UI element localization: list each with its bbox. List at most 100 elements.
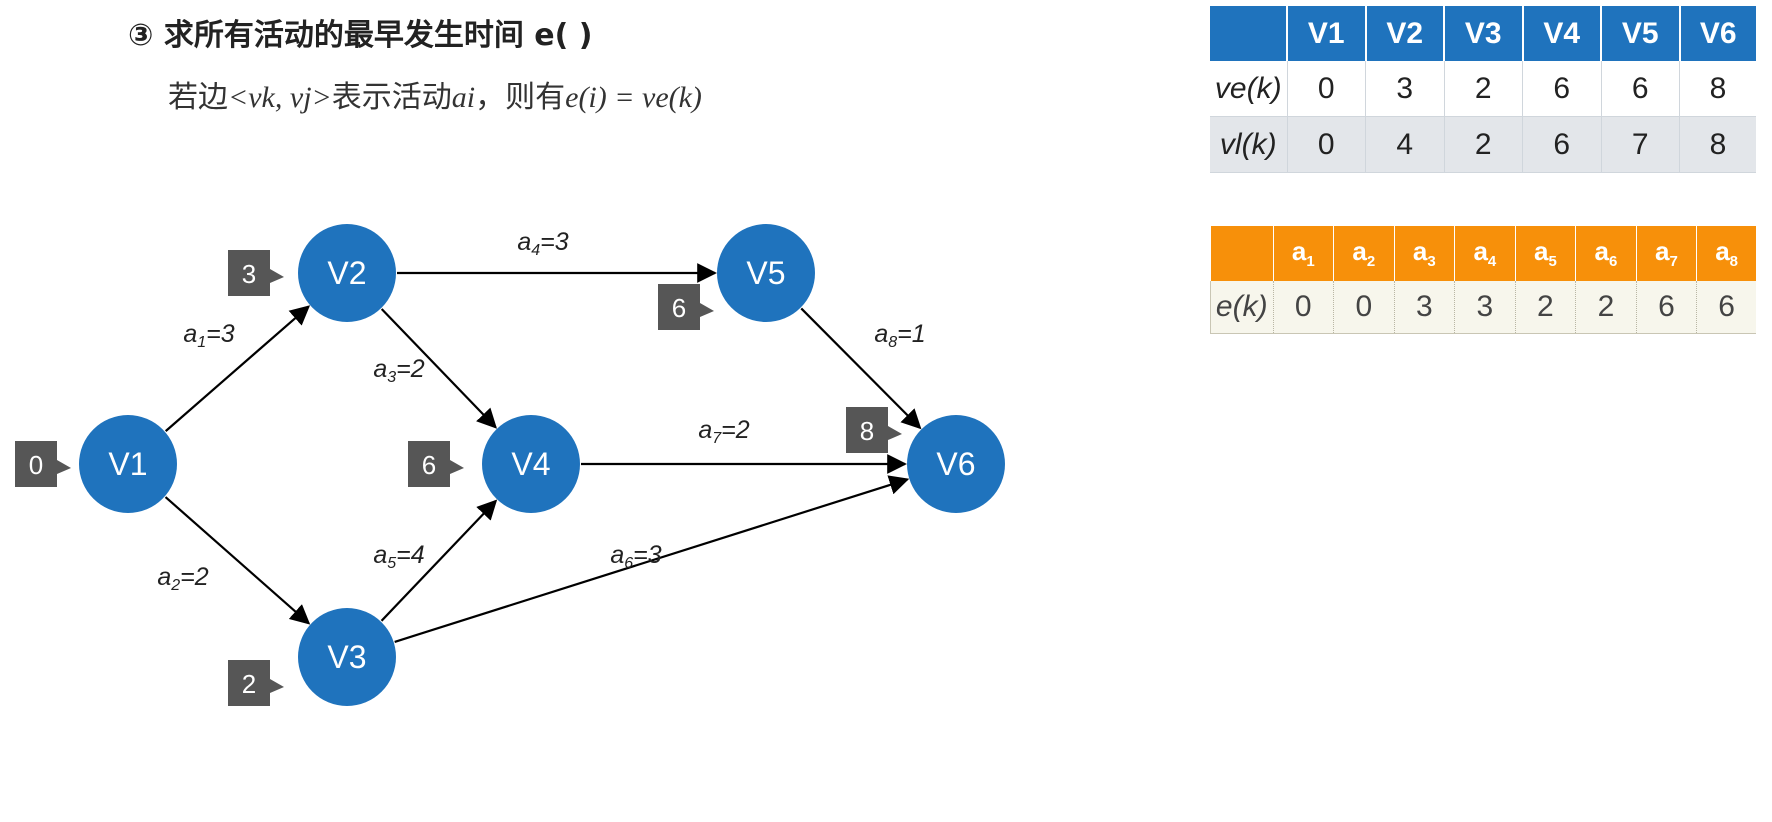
node-circle: [907, 415, 1005, 513]
table-cell: 2: [1575, 281, 1637, 334]
node-v5: V5: [717, 224, 815, 322]
node-v3: V3: [298, 608, 396, 706]
edge-v3-v6: [394, 475, 910, 643]
edge-label-a6: a6=3: [610, 541, 661, 572]
node-label: V6: [936, 446, 975, 482]
edge-v1-v2: [164, 305, 311, 432]
edge-label-a7: a7=2: [698, 416, 749, 447]
formula-activity: ai: [451, 81, 476, 114]
vertex-col-v2: V2: [1364, 6, 1444, 61]
badge-value: 8: [860, 416, 874, 446]
row-label: vl(k): [1210, 116, 1287, 173]
table-cell: 6: [1522, 116, 1601, 173]
table-cell: 6: [1522, 61, 1601, 117]
table-cell: 3: [1454, 281, 1516, 334]
badge-value: 0: [29, 450, 43, 480]
activity-col-a1: a1: [1272, 226, 1334, 281]
badge-value: 3: [242, 259, 256, 289]
activity-col-name: a: [1715, 236, 1730, 267]
node-circle: [717, 224, 815, 322]
edge-v5-v6: [800, 307, 922, 430]
formula-edge: <vk, vj>: [228, 81, 332, 114]
table-cell: 8: [1679, 116, 1756, 173]
vertex-table-corner: [1210, 6, 1287, 61]
activity-col-sub: 2: [1366, 253, 1376, 271]
formula-mid: 表示活动: [331, 80, 452, 115]
activity-col-name: a: [1594, 236, 1609, 267]
table-cell: 8: [1679, 61, 1756, 117]
edge-v1-v3: [164, 496, 311, 625]
table-cell: 3: [1393, 281, 1455, 334]
node-label: V1: [108, 446, 147, 482]
activity-col-a6: a6: [1575, 226, 1637, 281]
node-label: V5: [746, 255, 785, 291]
table-cell: 2: [1443, 116, 1523, 173]
edge-label-a2: a2=2: [157, 563, 208, 594]
badge-callout: [408, 441, 464, 487]
activity-col-sub: 4: [1487, 253, 1497, 271]
badge-value: 6: [672, 293, 686, 323]
activity-col-a4: a4: [1454, 226, 1516, 281]
activity-col-a8: a8: [1696, 226, 1756, 281]
node-label: V3: [327, 639, 366, 675]
badge-v5: 6: [658, 284, 714, 330]
node-v4: V4: [482, 415, 580, 513]
activity-table-corner: [1210, 226, 1273, 281]
node-v1: V1: [79, 415, 177, 513]
edge-v3-v4: [380, 499, 498, 622]
table-cell: 0: [1272, 281, 1334, 334]
formula-line: 若边<vk, vj>表示活动ai，则有e(i) = ve(k): [168, 72, 702, 116]
vertex-col-v4: V4: [1521, 6, 1601, 61]
activity-col-sub: 8: [1729, 253, 1739, 271]
edge-label-a3: a3=2: [373, 355, 424, 386]
node-circle: [298, 608, 396, 706]
section-title: ③ 求所有活动的最早发生时间 e( ): [128, 18, 593, 53]
table-cell: 2: [1443, 61, 1523, 117]
node-v2: V2: [298, 224, 396, 322]
activity-col-name: a: [1291, 236, 1307, 267]
badge-callout: [658, 284, 714, 330]
table-cell: 3: [1365, 61, 1444, 117]
node-label: V2: [327, 255, 366, 291]
vertex-col-v5: V5: [1600, 6, 1680, 61]
badge-value: 6: [422, 450, 436, 480]
activity-col-sub: 5: [1548, 253, 1557, 271]
edge-v2-v4: [380, 308, 497, 429]
edge-label-a1: a1=3: [183, 320, 234, 351]
node-label: V4: [511, 446, 550, 482]
table-cell: 7: [1600, 116, 1680, 173]
activity-col-sub: 3: [1427, 253, 1436, 271]
activity-col-sub: 6: [1608, 253, 1618, 271]
activity-col-a5: a5: [1514, 226, 1576, 281]
vertex-col-v1: V1: [1286, 6, 1366, 61]
activity-col-a3: a3: [1393, 226, 1455, 281]
row-label: e(k): [1210, 281, 1273, 334]
edge-label-a4: a4=3: [517, 228, 568, 259]
activity-col-name: a: [1473, 236, 1488, 267]
table-cell: 0: [1286, 61, 1366, 117]
formula-then: ，则有: [475, 80, 566, 115]
badge-callout: [846, 407, 902, 453]
vertex-col-v6: V6: [1678, 6, 1756, 61]
activity-col-name: a: [1655, 236, 1670, 267]
badge-callout: [228, 660, 284, 706]
formula-prefix: 若边: [168, 80, 228, 115]
activity-col-sub: 1: [1306, 253, 1315, 271]
badge-v3: 2: [228, 660, 284, 706]
badge-value: 2: [242, 669, 256, 699]
badge-v2: 3: [228, 250, 284, 296]
table-cell: 2: [1514, 281, 1576, 334]
activity-col-name: a: [1412, 236, 1428, 267]
table-cell: 4: [1365, 116, 1444, 173]
badge-v4: 6: [408, 441, 464, 487]
node-circle: [79, 415, 177, 513]
activity-col-name: a: [1533, 236, 1549, 267]
